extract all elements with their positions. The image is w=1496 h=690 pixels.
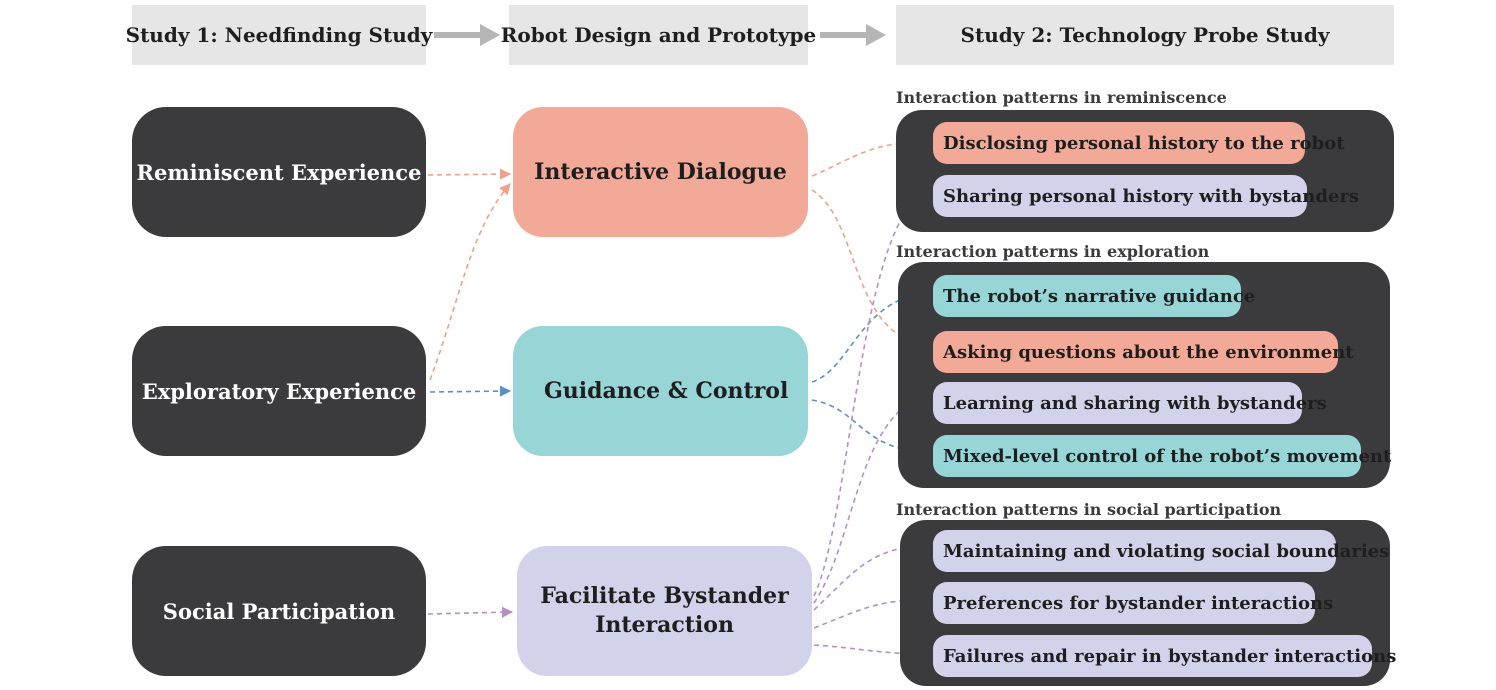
header-design-label: Robot Design and Prototype <box>500 23 817 47</box>
facilitate-bystander-label-line2: Interaction <box>595 612 734 638</box>
pattern-social-boundaries: Maintaining and violating social boundar… <box>933 530 1389 572</box>
header-study2-label: Study 2: Technology Probe Study <box>960 23 1330 47</box>
header-design: Robot Design and Prototype <box>501 5 816 65</box>
link-social-bystander <box>427 606 514 618</box>
pattern-narrative-guidance: The robot’s narrative guidance <box>933 275 1255 317</box>
facilitate-bystander-label-line1: Facilitate Bystander <box>540 583 789 609</box>
pattern-asking-questions: Asking questions about the environment <box>933 331 1354 373</box>
exploratory-experience-box: Exploratory Experience <box>132 326 426 456</box>
header-study1-label: Study 1: Needfinding Study <box>125 23 433 47</box>
social-participation-box: Social Participation <box>132 546 426 676</box>
link-reminiscent-dialogue <box>427 168 512 180</box>
facilitate-bystander-box: Facilitate Bystander Interaction <box>517 546 812 676</box>
group-label-reminiscence: Interaction patterns in reminiscence <box>896 88 1227 107</box>
pattern-disclosing-history: Disclosing personal history to the robot <box>933 122 1345 164</box>
group-label-exploration: Interaction patterns in exploration <box>896 242 1210 261</box>
reminiscent-experience-label: Reminiscent Experience <box>136 159 422 185</box>
guidance-control-label: Guidance & Control <box>544 377 789 404</box>
pattern-bystander-preferences: Preferences for bystander interactions <box>933 582 1333 624</box>
social-participation-label: Social Participation <box>162 598 396 624</box>
exploratory-experience-label: Exploratory Experience <box>141 378 417 404</box>
group-label-social: Interaction patterns in social participa… <box>896 500 1282 519</box>
interactive-dialogue-box: Interactive Dialogue <box>513 107 808 237</box>
pattern-sharing-history: Sharing personal history with bystanders <box>933 175 1359 217</box>
pattern-learning-sharing: Learning and sharing with bystanders <box>933 382 1327 424</box>
guidance-control-box: Guidance & Control <box>513 326 808 456</box>
header-study1: Study 1: Needfinding Study <box>126 5 432 65</box>
link-exploratory-dialogue <box>429 183 511 381</box>
header-study2: Study 2: Technology Probe Study <box>896 5 1394 65</box>
header-arrow-1 <box>434 24 500 46</box>
reminiscent-experience-box: Reminiscent Experience <box>132 107 426 237</box>
pattern-failures-repair: Failures and repair in bystander interac… <box>933 635 1396 677</box>
pattern-mixed-level-control: Mixed-level control of the robot’s movem… <box>933 435 1391 477</box>
interactive-dialogue-label: Interactive Dialogue <box>534 158 787 185</box>
header-arrow-2 <box>820 24 886 46</box>
link-exploratory-guidance <box>429 385 512 397</box>
